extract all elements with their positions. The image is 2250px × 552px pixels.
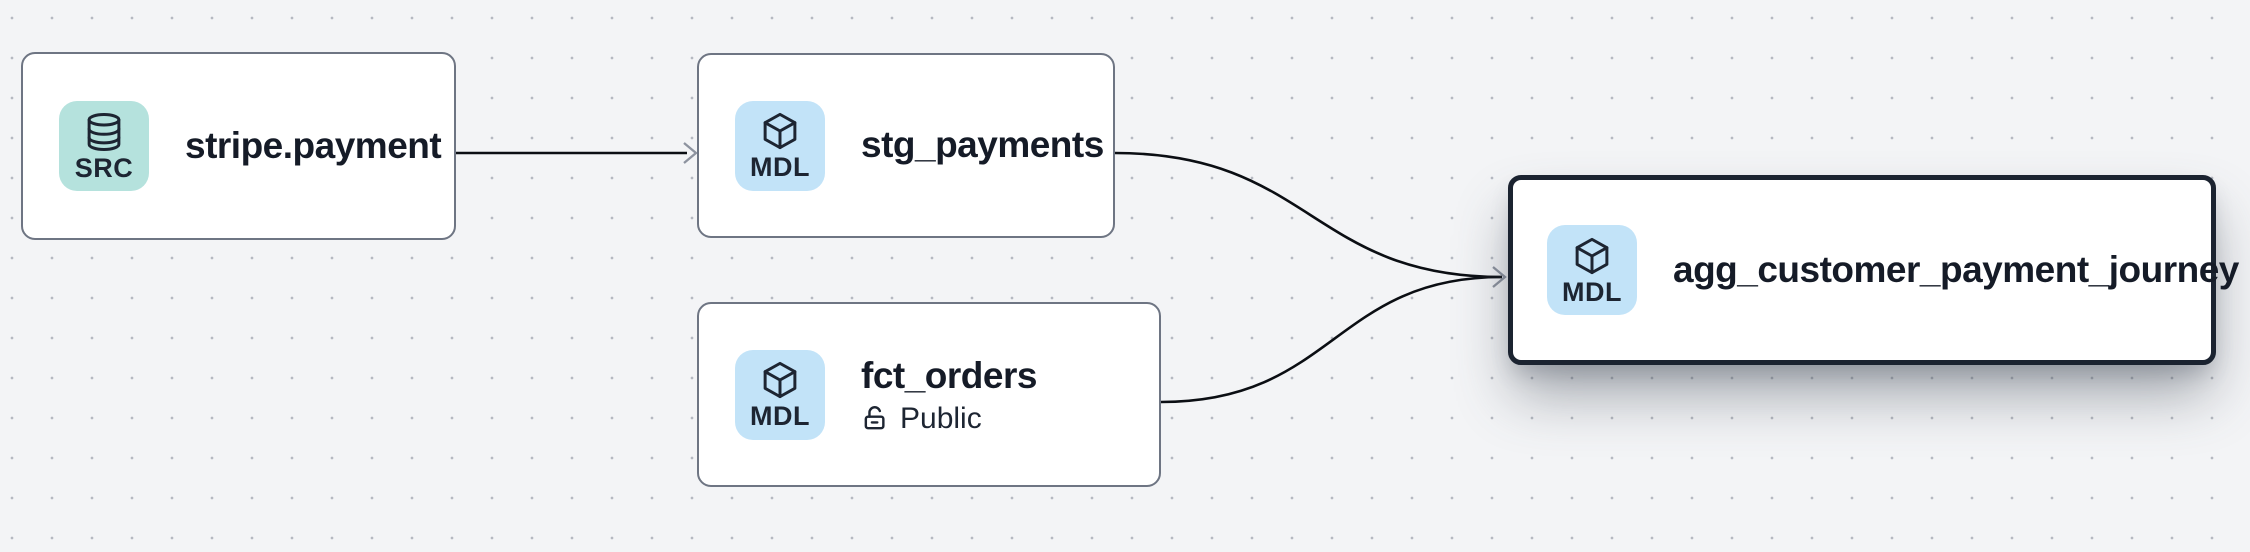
arrowhead-icon (1492, 266, 1507, 288)
node-type-badge-mdl: MDL (735, 100, 825, 191)
cube-icon (1575, 237, 1609, 274)
access-label: Public (900, 402, 982, 436)
node-type-badge-src: SRC (59, 101, 149, 191)
node-type-badge-mdl: MDL (1547, 225, 1637, 315)
node-title: agg_customer_payment_journey (1673, 248, 2239, 290)
cube-icon (763, 361, 797, 399)
node-title: fct_orders (861, 354, 1037, 396)
node-type-badge-mdl: MDL (735, 349, 825, 440)
badge-label: SRC (74, 152, 134, 183)
edge-stg-payments-to-agg-customer-payment-journey[interactable] (1114, 151, 1503, 279)
badge-label: MDL (750, 152, 810, 182)
node-fct-orders[interactable]: MDL fct_orders Public (697, 302, 1161, 487)
cube-icon (763, 112, 797, 150)
badge-label: MDL (1562, 276, 1622, 307)
node-agg-customer-payment-journey[interactable]: MDL agg_customer_payment_journey (1508, 175, 2239, 365)
edge-fct-orders-to-agg-customer-payment-journey[interactable] (1160, 275, 1503, 404)
node-stg-payments[interactable]: MDL stg_payments (697, 53, 1115, 238)
node-title: stg_payments (861, 124, 1104, 166)
arrowhead-icon (683, 142, 698, 164)
node-title: stripe.payment (185, 124, 442, 166)
lock-open-icon (864, 406, 885, 430)
database-icon (87, 112, 121, 151)
node-stripe-payment[interactable]: SRC stripe.payment (21, 52, 456, 240)
badge-label: MDL (750, 401, 810, 431)
access-row: Public (861, 402, 1037, 435)
